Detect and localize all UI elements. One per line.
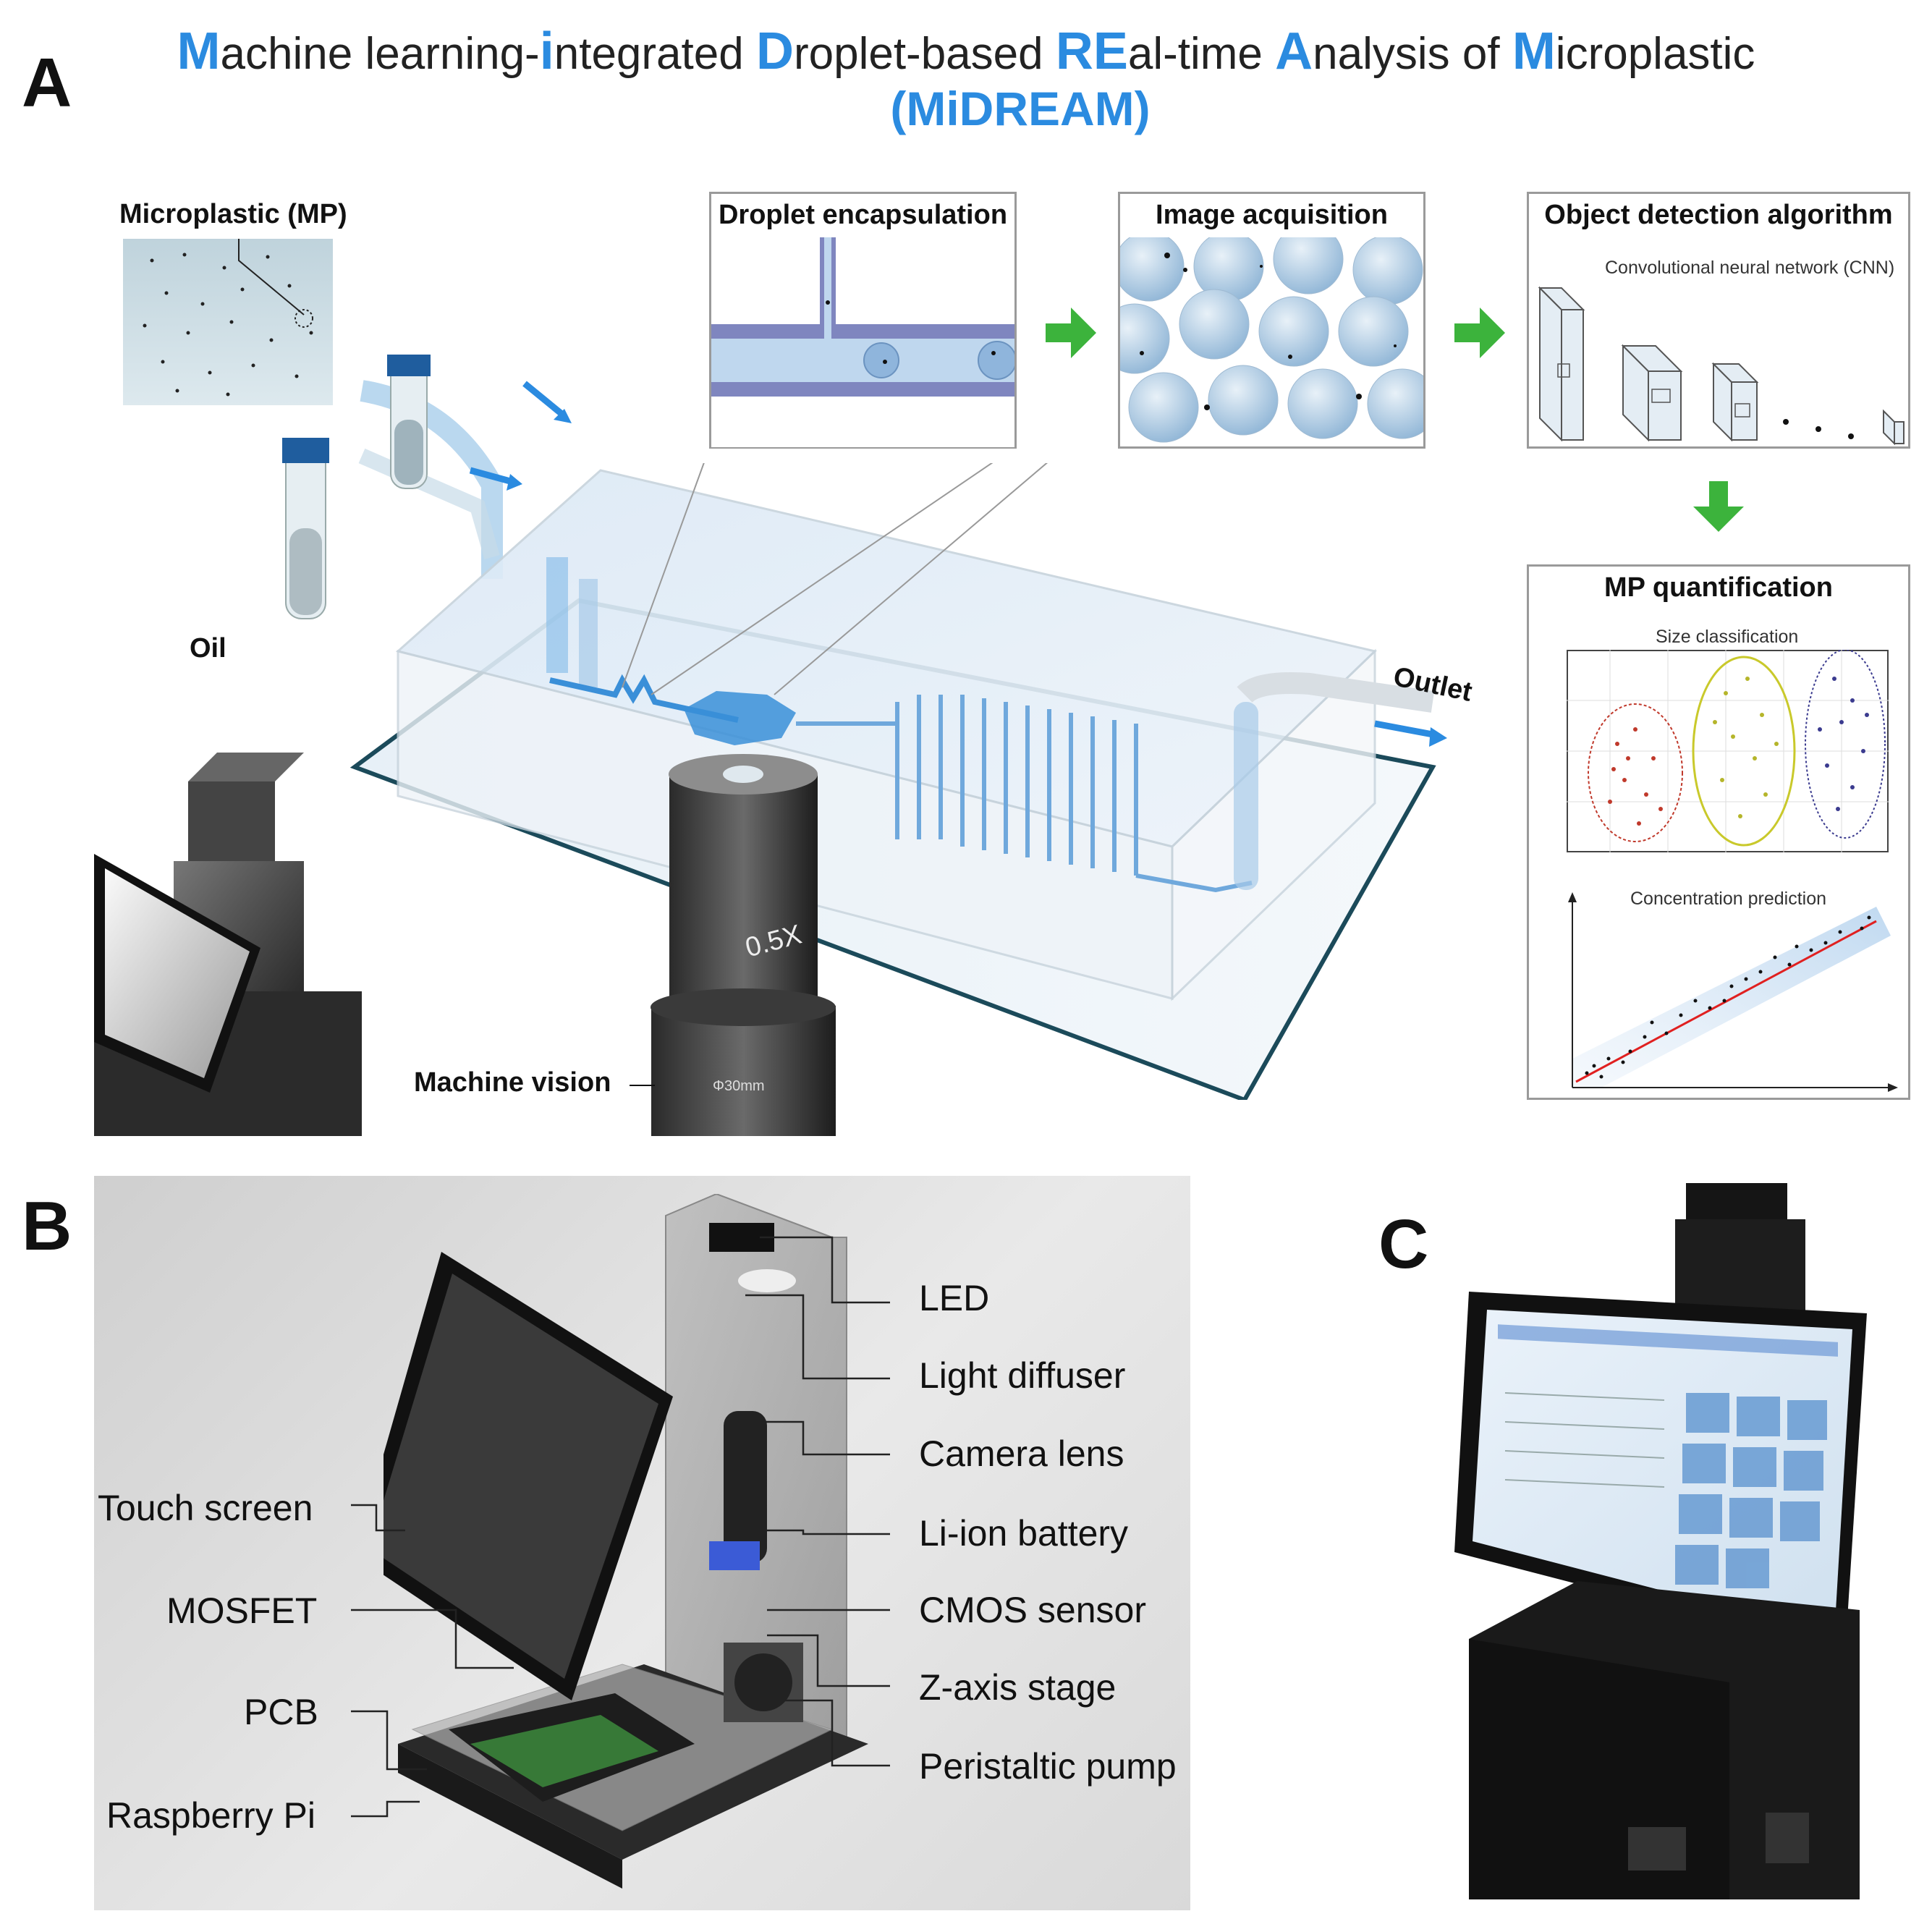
title-part: icroplastic [1555, 29, 1755, 79]
title-part: ntegrated [554, 29, 756, 79]
label-li-ion-battery: Li-ion battery [919, 1513, 1129, 1554]
title-part: achine learning- [220, 29, 540, 79]
label-led: LED [919, 1278, 990, 1318]
label-camera-lens: Camera lens [919, 1433, 1124, 1474]
concentration-prediction-plot [1568, 892, 1898, 1092]
panel-c-letter: C [1378, 1206, 1429, 1283]
device-exploded-illustration [384, 1194, 868, 1889]
machine-vision-label: Machine vision [414, 1067, 611, 1098]
figure-title: Machine learning-integrated Droplet-base… [0, 22, 1932, 81]
droplet-encapsulation-title: Droplet encapsulation [718, 200, 1008, 230]
droplet-junction-illustration [711, 237, 1014, 447]
image-acquisition-box: Image acquisition [1118, 192, 1425, 449]
title-part: M [177, 22, 221, 80]
title-part: D [755, 22, 794, 80]
title-part: M [1512, 22, 1556, 80]
sample-vials-illustration [282, 355, 572, 619]
figure-acronym: (MiDREAM) [890, 82, 1151, 135]
title-part: roplet-based [793, 29, 1056, 79]
label-z-axis-stage: Z-axis stage [919, 1667, 1117, 1708]
machine-vision-leader [630, 1085, 655, 1086]
microfluidic-chip-illustration [349, 463, 1447, 1100]
lens-diameter-text: Φ30mm [713, 1078, 765, 1094]
image-acquisition-title: Image acquisition [1156, 200, 1388, 230]
cnn-label: Convolutional neural network (CNN) [1605, 258, 1895, 278]
title-part: al-time [1127, 29, 1276, 79]
object-detection-box: Object detection algorithm Convolutional… [1527, 192, 1910, 449]
mp-quantification-title: MP quantification [1604, 572, 1833, 603]
oil-label: Oil [190, 633, 226, 664]
object-detection-title: Object detection algorithm [1544, 200, 1893, 230]
device-photo-illustration [1454, 1183, 1867, 1899]
label-touch-screen: Touch screen [98, 1488, 313, 1528]
label-raspberry-pi: Raspberry Pi [106, 1795, 315, 1836]
title-part: i [539, 22, 554, 80]
arrow-down [1693, 481, 1744, 532]
mp-quantification-box: MP quantification Size classification Co… [1527, 564, 1910, 1100]
droplets-grid-illustration [1120, 237, 1423, 443]
droplet-encapsulation-box: Droplet encapsulation [709, 192, 1017, 449]
label-peristaltic-pump: Peristaltic pump [919, 1746, 1177, 1787]
panel-b-leader-lines [351, 1236, 890, 1818]
label-mosfet: MOSFET [166, 1590, 318, 1631]
title-part: nalysis of [1313, 29, 1512, 79]
arrow-right-1 [1046, 308, 1096, 358]
panel-a-letter: A [22, 44, 72, 122]
label-pcb: PCB [244, 1692, 318, 1732]
arrow-right-2 [1454, 308, 1505, 358]
microplastic-label: Microplastic (MP) [119, 199, 347, 229]
concentration-prediction-label: Concentration prediction [1630, 889, 1826, 909]
title-part: RE [1055, 22, 1128, 80]
size-classification-label: Size classification [1656, 627, 1799, 647]
size-classification-plot [1567, 650, 1889, 852]
label-cmos-sensor: CMOS sensor [919, 1590, 1146, 1630]
device-illustration-a [94, 753, 362, 1136]
label-light-diffuser: Light diffuser [919, 1355, 1126, 1396]
microplastic-sample-illustration [123, 239, 333, 405]
title-part: A [1275, 22, 1313, 80]
panel-b-letter: B [22, 1187, 72, 1265]
cnn-layers-illustration [1538, 286, 1905, 446]
objective-lens-illustration [651, 754, 836, 1136]
